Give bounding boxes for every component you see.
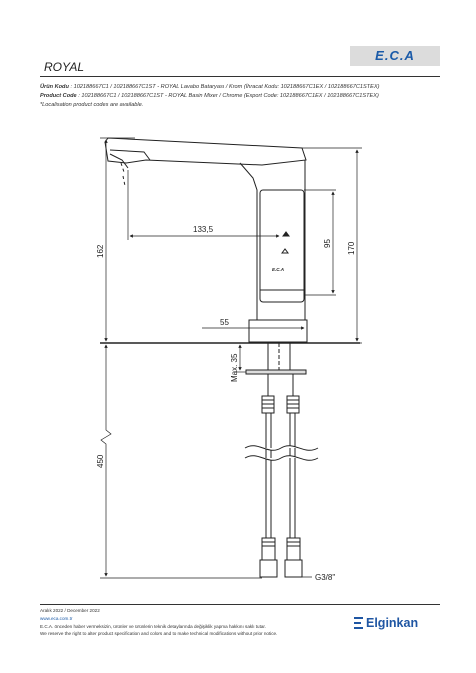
product-code-tr: Ürün Kodu : 102188667C1 / 102188667C1ST … <box>40 84 379 90</box>
release-date: Aralık 2022 / December 2022 <box>40 608 100 613</box>
elginkan-mark-icon <box>354 617 363 629</box>
product-code-tr-label: Ürün Kodu <box>40 84 69 90</box>
product-code-en-label: Product Code <box>40 93 77 99</box>
disclaimer-en: We reserve the right to alter product sp… <box>40 631 278 636</box>
sensor-mark-lower <box>281 248 289 254</box>
product-code-en: Product Code : 102188667C1 / 102188667C1… <box>40 93 379 99</box>
dim-label-55: 55 <box>220 318 229 327</box>
disclaimer-tr: E.C.A. önceden haber vermeksizin, ürünle… <box>40 624 266 629</box>
hose-connector-right <box>286 537 301 561</box>
eca-logo: E.C.A <box>375 48 415 63</box>
product-code-en-value: : 102188667C1 / 102188667C1ST - ROYAL Ba… <box>78 93 379 99</box>
sensor-mark <box>282 231 290 237</box>
break-line-lower <box>244 455 319 461</box>
dim-label-thread: G3/8" <box>315 573 335 582</box>
elginkan-logo: Elginkan <box>366 616 419 630</box>
dim-label-450: 450 <box>96 454 105 468</box>
dim-label-max35: Max. 35 <box>230 353 239 382</box>
logo-background <box>350 46 440 66</box>
page-title: ROYAL <box>44 60 85 74</box>
header-divider <box>40 76 440 77</box>
spout-inner <box>109 149 151 161</box>
dim-line-450 <box>100 344 112 577</box>
website-link[interactable]: www.eca.com.tr <box>40 616 73 621</box>
spout-outline <box>104 137 307 166</box>
faucet-brand-mark: E.C.A <box>272 267 284 272</box>
hose-connector-left <box>261 537 276 561</box>
break-line-upper <box>244 445 319 451</box>
dim-label-170: 170 <box>347 241 356 255</box>
dim-label-95: 95 <box>323 239 332 248</box>
mounting-plate <box>245 369 307 375</box>
product-code-tr-value: : 102188667C1 / 102188667C1ST - ROYAL La… <box>70 84 380 90</box>
faucet-base <box>248 319 308 343</box>
dim-label-162: 162 <box>96 244 105 258</box>
spout-aerator <box>109 153 129 169</box>
body-outline <box>239 160 306 321</box>
dim-label-133-5: 133,5 <box>193 225 214 234</box>
control-panel <box>259 189 305 303</box>
hose-nut-left-bottom <box>259 559 278 578</box>
water-stream <box>120 162 126 187</box>
footer-divider <box>40 604 440 605</box>
hose-nut-right-bottom <box>284 559 303 578</box>
localisation-note: *Localisation product codes are availabl… <box>40 102 144 108</box>
